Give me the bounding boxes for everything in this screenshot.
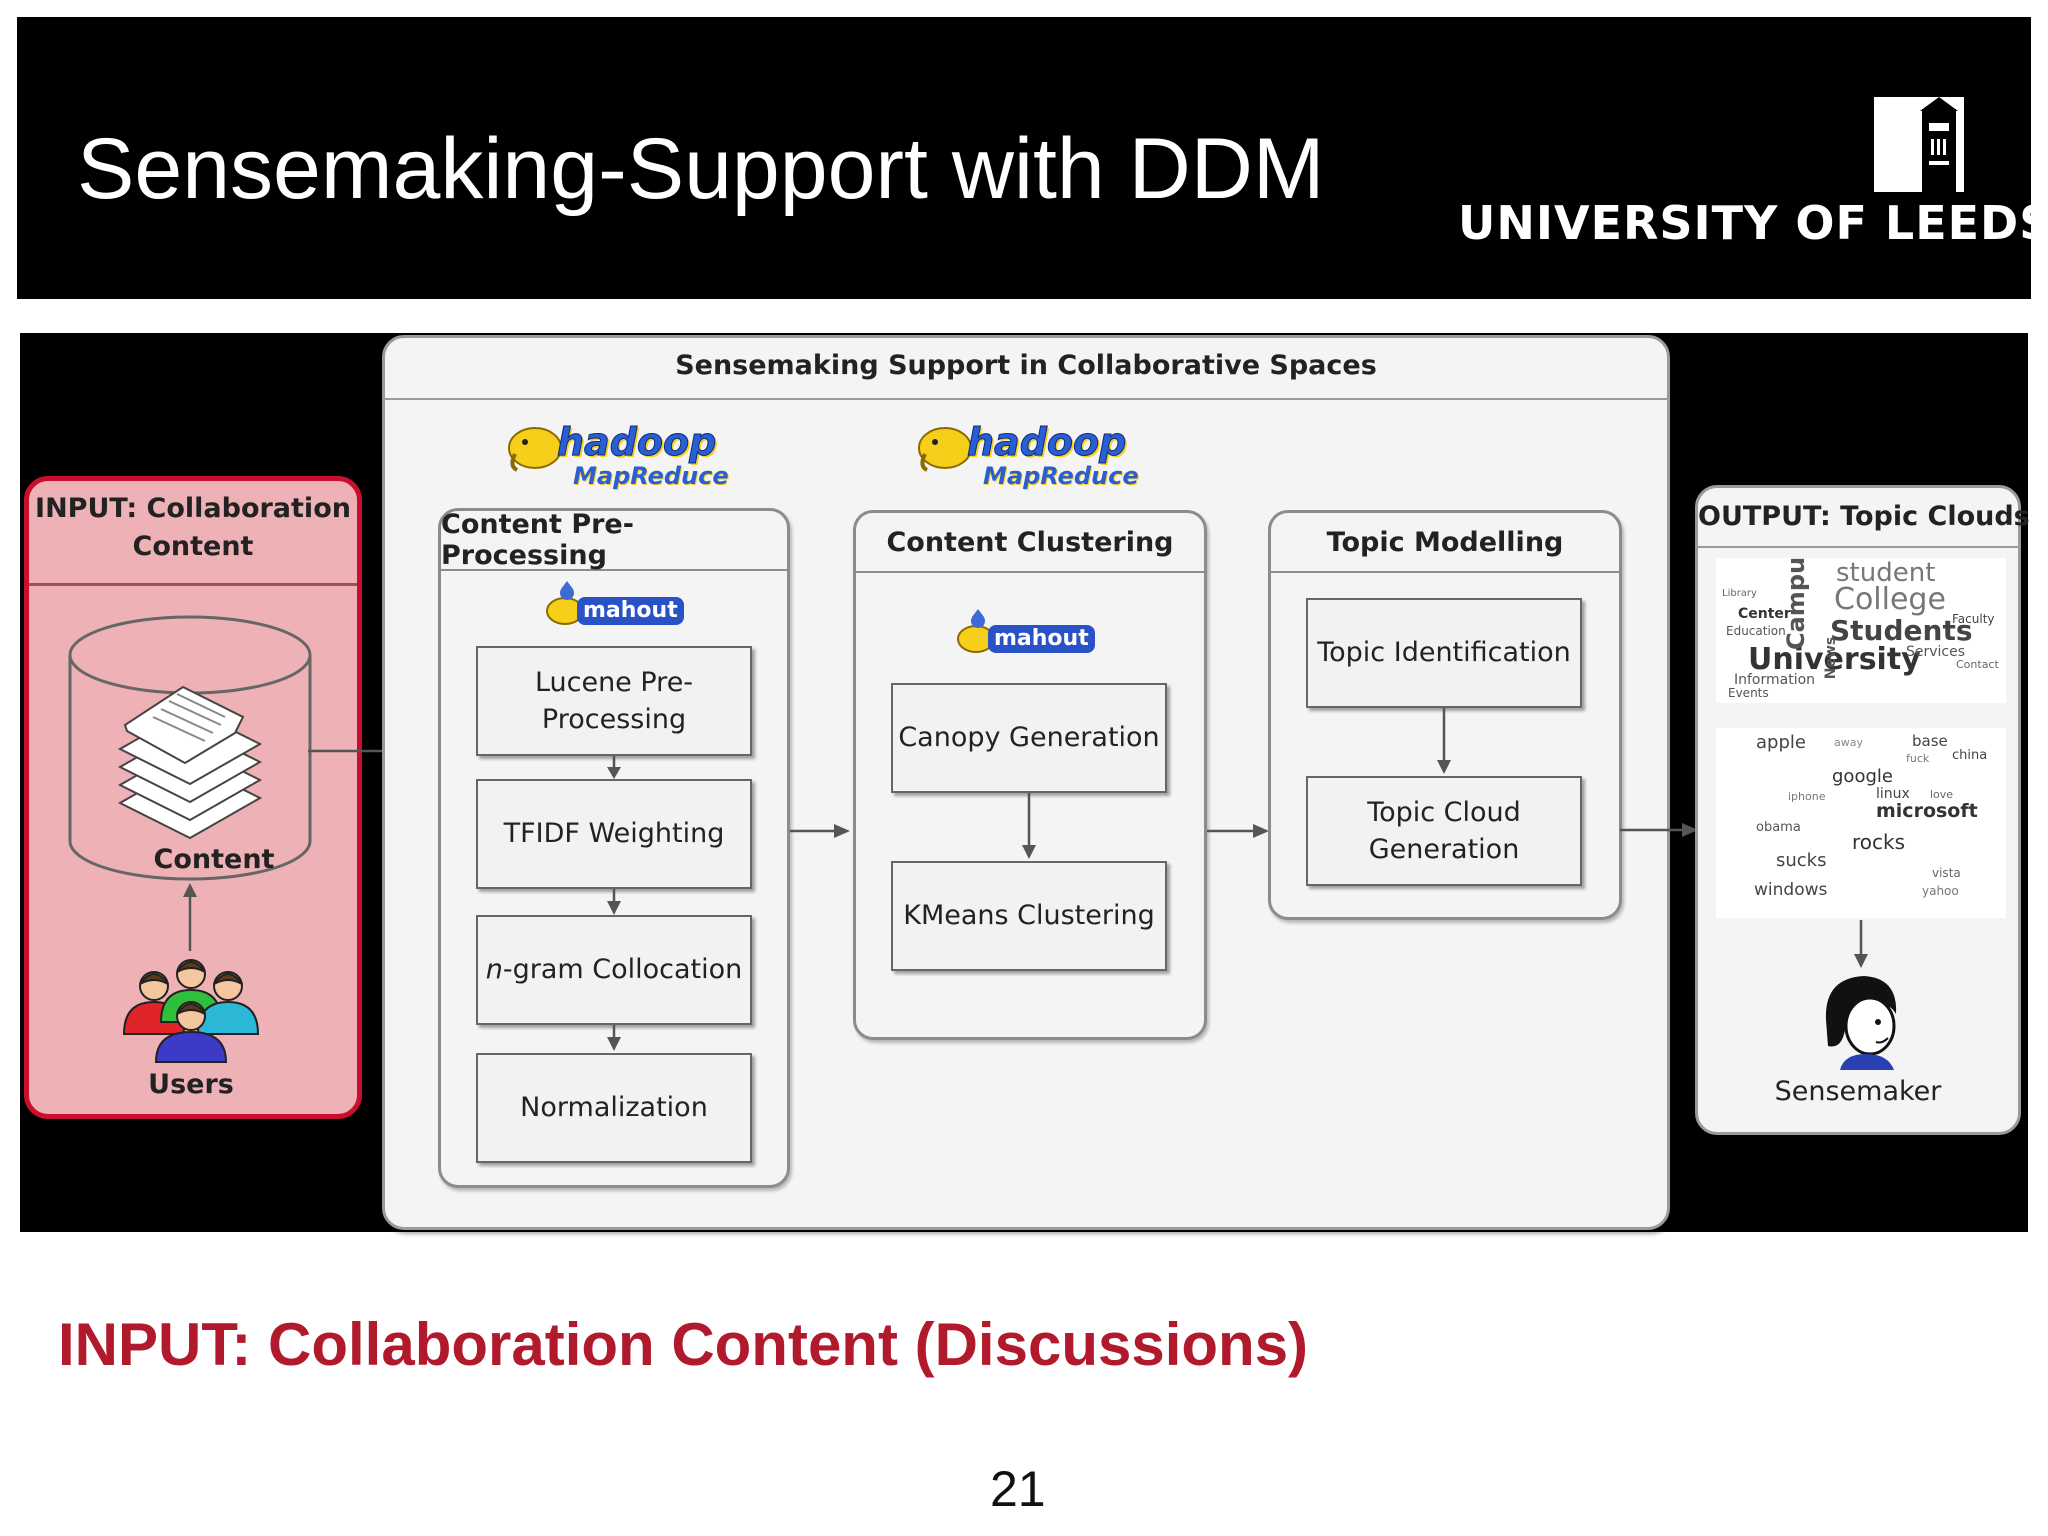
sensemaking-support-panel: Sensemaking Support in Collaborative Spa… bbox=[382, 335, 1670, 1230]
slide-header bbox=[17, 17, 2031, 299]
cloud2-word: windows bbox=[1754, 880, 1828, 900]
slide-title: Sensemaking-Support with DDM bbox=[77, 121, 1325, 217]
mahout-text-1: mahout bbox=[577, 597, 684, 625]
topic-to-output-arrow bbox=[1620, 823, 1698, 837]
cloud2-word: yahoo bbox=[1922, 884, 1959, 898]
mahout-text-2: mahout bbox=[988, 625, 1095, 653]
canopy-to-kmeans-arrow bbox=[1022, 793, 1036, 859]
architecture-diagram: INPUT: Collaboration Content Content bbox=[20, 333, 2030, 1232]
preprocessing-stage: Content Pre-Processing mahout Lucene Pre… bbox=[438, 508, 790, 1188]
cloud2-word: vista bbox=[1932, 866, 1961, 880]
page-number: 21 bbox=[990, 1461, 1046, 1517]
lucene-preprocessing-box: Lucene Pre- Processing bbox=[476, 646, 752, 756]
lucene-line1: Lucene Pre- bbox=[534, 666, 694, 698]
cloud1-word: student bbox=[1836, 558, 1936, 588]
input-panel: INPUT: Collaboration Content Content bbox=[24, 476, 362, 1119]
hadoop-mapreduce-logo-2: hadoop MapReduce bbox=[915, 418, 1139, 498]
mahout-logo-1: mahout bbox=[545, 581, 685, 631]
cloud1-word: Library bbox=[1722, 588, 1757, 599]
cloud1-word: Events bbox=[1728, 686, 1769, 700]
cloud1-word: University bbox=[1748, 642, 1921, 677]
sensemaker-person-icon bbox=[1825, 976, 1897, 1070]
topic-identification-box: Topic Identification bbox=[1306, 598, 1582, 708]
normalization-label: Normalization bbox=[520, 1092, 708, 1124]
hadoop-mapreduce-logo-1: hadoop MapReduce bbox=[505, 418, 729, 498]
mahout-rider-icon bbox=[957, 609, 995, 653]
cloud1-word: College bbox=[1834, 582, 1946, 617]
mapreduce-text-1: MapReduce bbox=[573, 462, 729, 490]
cloud1-word: Contact bbox=[1956, 658, 1999, 671]
canopy-generation-box: Canopy Generation bbox=[891, 683, 1167, 793]
preprocessing-flow-arrows bbox=[607, 756, 621, 1051]
slide-caption: INPUT: Collaboration Content (Discussion… bbox=[58, 1311, 1309, 1378]
cloud-to-sensemaker-arrow bbox=[1854, 920, 1868, 968]
identification-to-cloud-arrow bbox=[1437, 708, 1451, 774]
tfidf-weighting-box: TFIDF Weighting bbox=[476, 779, 752, 889]
kmeans-label: KMeans Clustering bbox=[903, 900, 1155, 932]
cloud2-word: base bbox=[1912, 732, 1948, 750]
cloud1-word: Faculty bbox=[1952, 612, 1995, 626]
cloud2-word: love bbox=[1930, 788, 1954, 801]
mapreduce-text-2: MapReduce bbox=[983, 462, 1139, 490]
input-heading-line2: Content bbox=[132, 531, 254, 562]
preprocessing-heading: Content Pre-Processing bbox=[441, 509, 787, 571]
university-tower-logo-icon bbox=[1874, 97, 1964, 192]
mahout-rider-icon bbox=[546, 581, 584, 625]
cloud1-word: Services bbox=[1906, 644, 1966, 660]
tfidf-label: TFIDF Weighting bbox=[503, 818, 725, 850]
topic-cloud-education: student College Students University Cent… bbox=[1716, 558, 2006, 703]
clustering-heading: Content Clustering bbox=[856, 513, 1204, 573]
university-logo-text: UNIVERSITY OF LEEDS bbox=[1458, 196, 2048, 250]
mahout-logo-2: mahout bbox=[956, 609, 1096, 659]
cloud1-word: News bbox=[1823, 636, 1840, 680]
main-heading: Sensemaking Support in Collaborative Spa… bbox=[675, 350, 1377, 381]
cloud2-word: sucks bbox=[1776, 850, 1827, 871]
preprocessing-to-clustering-arrow bbox=[790, 824, 850, 838]
database-cylinder-icon bbox=[68, 615, 312, 881]
cloud2-word: rocks bbox=[1852, 830, 1906, 854]
topic-identification-label: Topic Identification bbox=[1317, 637, 1571, 669]
hadoop-elephant-icon bbox=[508, 427, 562, 472]
cloud1-word: Center bbox=[1738, 606, 1791, 622]
topic-cloud-line2: Generation bbox=[1368, 834, 1520, 865]
cloud2-word: linux bbox=[1876, 786, 1910, 802]
cloud2-word: china bbox=[1952, 748, 1988, 763]
output-heading: OUTPUT: Topic Clouds bbox=[1698, 501, 2030, 532]
cloud2-word: apple bbox=[1756, 732, 1806, 753]
topic-modelling-stage: Topic Modelling Topic Identification Top… bbox=[1268, 510, 1622, 920]
normalization-box: Normalization bbox=[476, 1053, 752, 1163]
input-heading-line1: INPUT: Collaboration bbox=[35, 493, 351, 524]
hadoop-text-1: hadoop bbox=[556, 420, 717, 464]
ngram-collocation-box: n-gram Collocation bbox=[476, 915, 752, 1025]
topic-cloud-line1: Topic Cloud bbox=[1367, 796, 1521, 828]
kmeans-clustering-box: KMeans Clustering bbox=[891, 861, 1167, 971]
lucene-line2: Processing bbox=[541, 704, 687, 735]
canopy-label: Canopy Generation bbox=[898, 722, 1160, 754]
ngram-rest: -gram Collocation bbox=[502, 954, 743, 986]
sensemaker-label: Sensemaker bbox=[1774, 1076, 1942, 1107]
users-group-icon bbox=[122, 959, 260, 1063]
hadoop-elephant-icon bbox=[918, 427, 972, 472]
content-label: Content bbox=[153, 844, 275, 875]
cloud2-word: obama bbox=[1756, 820, 1801, 835]
topic-cloud-generation-box: Topic Cloud Generation bbox=[1306, 776, 1582, 886]
cloud2-word: google bbox=[1832, 766, 1893, 787]
topic-cloud-tech: apple away base china google linux love … bbox=[1716, 728, 2006, 918]
cloud2-word: microsoft bbox=[1876, 800, 1978, 822]
hadoop-text-2: hadoop bbox=[966, 420, 1127, 464]
clustering-to-topic-arrow bbox=[1207, 824, 1269, 838]
output-panel: OUTPUT: Topic Clouds student College Stu… bbox=[1695, 485, 2030, 1135]
clustering-stage: Content Clustering mahout Canopy Generat… bbox=[853, 510, 1207, 1040]
ngram-n: n bbox=[485, 954, 503, 986]
cloud1-word: Information bbox=[1734, 672, 1816, 688]
users-to-content-arrow bbox=[183, 883, 197, 951]
cloud1-word: Campus bbox=[1782, 558, 1810, 650]
cloud1-word: Education bbox=[1726, 624, 1786, 638]
cloud2-word: fuck bbox=[1906, 752, 1930, 765]
cloud2-word: away bbox=[1834, 736, 1863, 749]
cloud2-word: iphone bbox=[1788, 790, 1826, 803]
cloud1-word: Students bbox=[1830, 614, 1973, 647]
users-label: Users bbox=[148, 1069, 234, 1100]
topic-heading: Topic Modelling bbox=[1271, 513, 1619, 573]
